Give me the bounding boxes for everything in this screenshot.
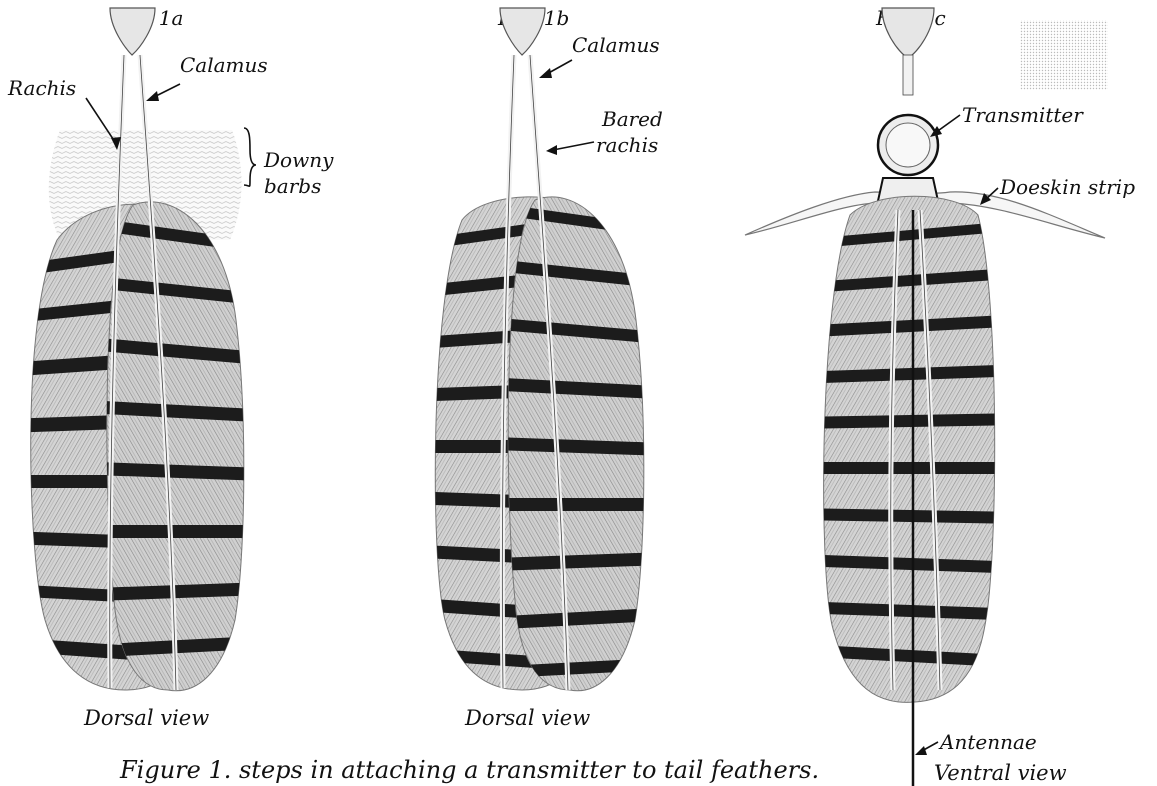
- rachis-stub: [903, 55, 913, 95]
- brace-downy: [244, 128, 256, 186]
- label-bared: Bared: [601, 107, 663, 131]
- figure-1c: Fig. 1c: [745, 6, 1135, 786]
- figure-caption: Figure 1. steps in attaching a transmitt…: [119, 756, 819, 784]
- calamus-icon: [500, 8, 545, 55]
- arrowhead-icon: [915, 746, 927, 755]
- feather-illustration: [810, 196, 1010, 702]
- label-doeskin-strip: Doeskin strip: [999, 175, 1135, 199]
- label-calamus-1a: Calamus: [180, 53, 268, 77]
- label-barbs: barbs: [264, 174, 321, 198]
- view-label-1a: Dorsal view: [83, 706, 209, 730]
- calamus-icon: [882, 8, 934, 58]
- calamus-icon: [110, 8, 155, 55]
- view-label-1c: Ventral view: [934, 761, 1067, 785]
- arrowhead-icon: [546, 145, 557, 155]
- feather-illustration: [100, 202, 261, 691]
- arrowhead-icon: [539, 68, 552, 78]
- figure-1a: Fig. 1a: [7, 6, 334, 730]
- label-transmitter: Transmitter: [962, 103, 1084, 127]
- transmitter-inner: [886, 123, 930, 167]
- view-label-1b: Dorsal view: [464, 706, 590, 730]
- feather-illustration: [500, 197, 661, 691]
- figure-1b: Fig. 1b: [420, 6, 663, 730]
- label-rachis: Rachis: [7, 76, 76, 100]
- speckled-artifact: [1020, 20, 1108, 90]
- label-rachis-1b: rachis: [596, 133, 658, 157]
- label-calamus-1b: Calamus: [572, 33, 660, 57]
- arrowhead-icon: [146, 91, 159, 101]
- label-antennae: Antennae: [938, 730, 1037, 754]
- leader-bared-rachis: [553, 142, 594, 150]
- label-downy: Downy: [263, 148, 334, 172]
